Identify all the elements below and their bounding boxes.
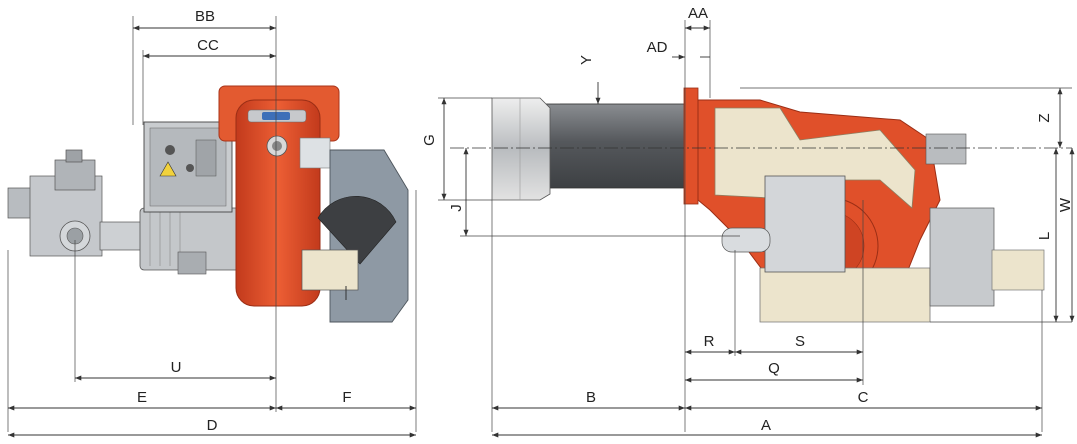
mounting-flange [683, 87, 699, 205]
motor [139, 207, 241, 275]
dim-label-l: L [1036, 232, 1053, 240]
dim-label-d: D [207, 417, 218, 434]
dim-label-q: Q [768, 360, 780, 377]
side-view: AA AD Y G J Z W L R S Q B C A [421, 5, 1075, 438]
dim-label-b: B [586, 389, 596, 406]
control-box [143, 121, 233, 213]
dim-label-g: G [421, 134, 438, 146]
dim-label-s: S [795, 333, 805, 350]
dim-label-j: J [448, 204, 465, 212]
dim-label-c: C [858, 389, 869, 406]
blast-tube [491, 97, 688, 201]
air-inlet-box [301, 149, 409, 323]
dim-label-bb: BB [195, 8, 215, 25]
base-frame [759, 267, 931, 323]
dim-label-z: Z [1036, 113, 1053, 122]
gas-valve-train [7, 149, 143, 257]
dim-label-a: A [761, 417, 771, 434]
dim-label-e: E [137, 389, 147, 406]
dim-label-aa: AA [688, 5, 708, 22]
dim-label-ad: AD [647, 39, 668, 56]
fan-housing [218, 85, 340, 307]
dim-label-u: U [171, 359, 182, 376]
side-gas-valve [721, 133, 1045, 307]
dim-label-cc: CC [197, 37, 219, 54]
dim-label-y: Y [578, 55, 595, 65]
dim-label-f: F [342, 389, 351, 406]
front-view: BB CC U E F D [7, 8, 417, 438]
dim-label-r: R [704, 333, 715, 350]
dim-label-w: W [1057, 197, 1074, 212]
